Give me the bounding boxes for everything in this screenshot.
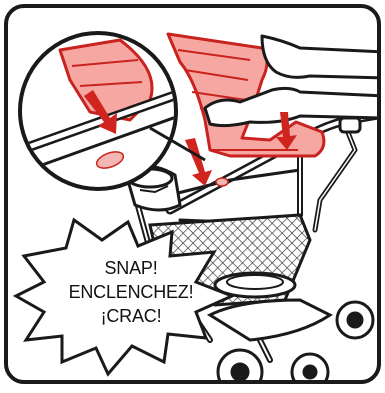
callout-line-english: SNAP! — [62, 256, 200, 280]
callout-line-spanish: ¡CRAC! — [62, 304, 200, 328]
latch-highlight — [216, 178, 228, 186]
snap-callout-text: SNAP! ENCLENCHEZ! ¡CRAC! — [62, 256, 200, 328]
callout-line-french: ENCLENCHEZ! — [62, 280, 200, 304]
